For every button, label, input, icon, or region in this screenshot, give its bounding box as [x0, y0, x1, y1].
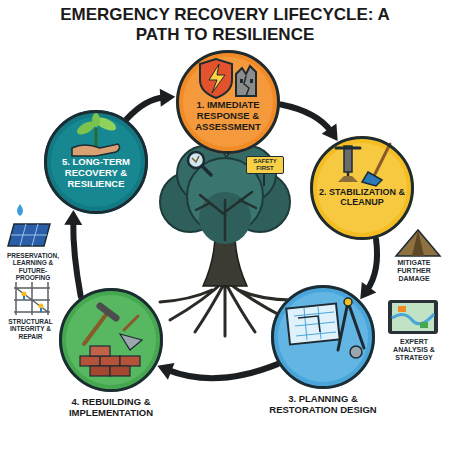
cleanup-icon — [336, 144, 390, 186]
magnifier-icon — [188, 152, 211, 175]
sign-post — [263, 172, 265, 186]
arrow-line — [281, 104, 331, 131]
tablet-icon — [388, 300, 438, 334]
arrow-line — [367, 239, 377, 290]
stage-circle: 3. PLANNING & RESTORATION DESIGN — [271, 285, 375, 389]
arrow-head — [322, 123, 338, 140]
stage-label: 1. IMMEDIATE RESPONSE & ASSESSMENT — [184, 100, 271, 133]
rebuild-icon — [80, 306, 142, 376]
cycle-arrow — [360, 239, 377, 299]
stage-circle: 5. LONG-TERM RECOVERY & RESILIENCE — [44, 110, 148, 214]
arrow-line — [127, 98, 164, 119]
cycle-arrow — [127, 89, 175, 119]
stage-label: 5. LONG-TERM RECOVERY & RESILIENCE — [52, 157, 139, 190]
side-note: MITIGATE FURTHER DAMAGE — [384, 259, 444, 283]
stage-circle: 4. REBUILDING & IMPLEMENTATION — [59, 288, 163, 392]
side-note: STRUCTURAL INTEGRITY & REPAIR — [3, 318, 58, 340]
side-note: EXPERT ANALYSIS & STRATEGY — [382, 338, 446, 362]
tree — [160, 146, 292, 336]
diagram-title: EMERGENCY RECOVERY LIFECYCLE: A PATH TO … — [42, 5, 408, 45]
stage-label: 4. REBUILDING & IMPLEMENTATION — [41, 397, 181, 419]
arrow-line — [73, 221, 80, 297]
arrow-head — [157, 363, 174, 380]
shield-icon — [200, 59, 256, 98]
tent-icon — [396, 230, 440, 256]
side-note: PRESERVATION, LEARNING & FUTURE-PROOFING — [2, 252, 64, 282]
cycle-arrow — [64, 210, 82, 297]
warning-sign: SAFETY FIRST — [246, 156, 284, 174]
stage-circle: 2. STABILIZATION & CLEANUP — [310, 136, 414, 240]
blueprint-icon — [286, 298, 364, 358]
cycle-arrow — [281, 104, 338, 140]
arrow-head — [160, 89, 176, 107]
arrow-head — [360, 282, 376, 299]
growth-icon — [72, 113, 120, 156]
cycle-arrow — [157, 363, 277, 380]
stage-label: 3. PLANNING & RESTORATION DESIGN — [253, 394, 393, 416]
stage-circle: 1. IMMEDIATE RESPONSE & ASSESSMENT — [176, 50, 280, 154]
scaffold-icon — [14, 282, 50, 315]
arrow-line — [168, 364, 278, 378]
arrow-head — [64, 210, 82, 225]
stage-label: 2. STABILIZATION & CLEANUP — [318, 187, 405, 208]
solar-icon — [8, 204, 50, 246]
